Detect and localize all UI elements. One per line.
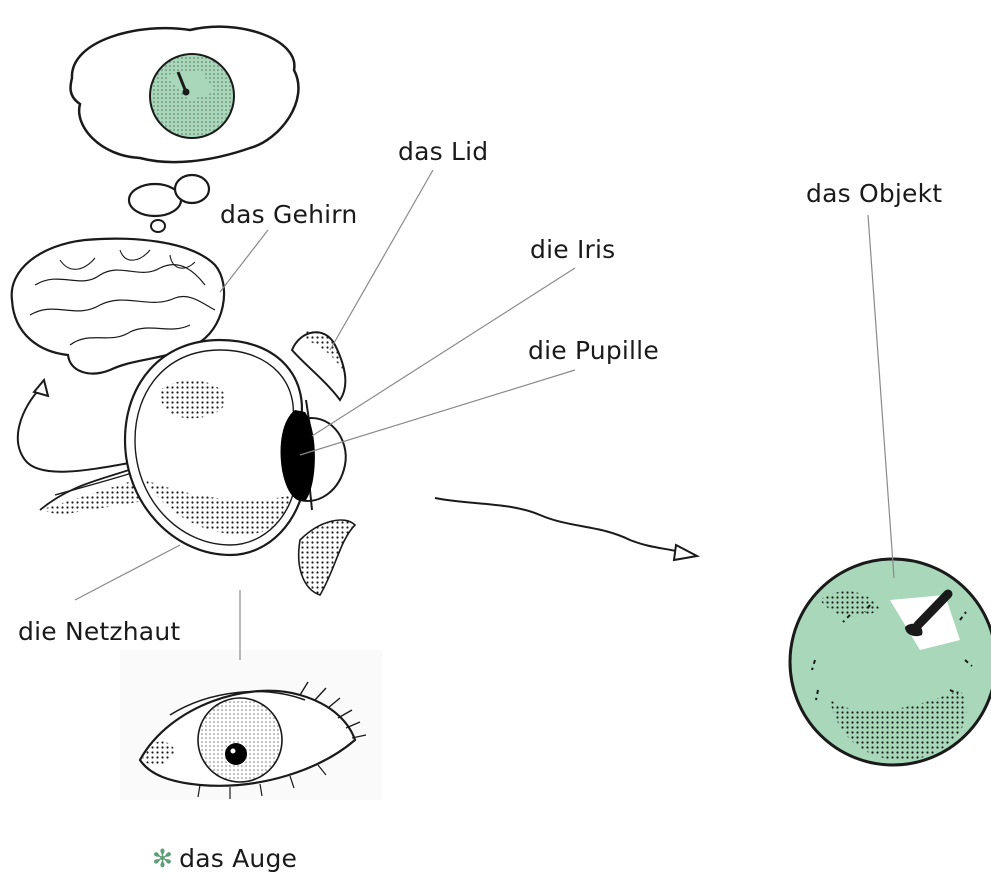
apple-object xyxy=(790,559,991,765)
label-object: das Objekt xyxy=(806,181,942,206)
leader-line-retina xyxy=(75,545,180,600)
label-iris: die Iris xyxy=(530,237,615,262)
thought-apple xyxy=(150,54,234,138)
label-eye-caption: ✻das Auge xyxy=(152,846,297,871)
label-retina: die Netzhaut xyxy=(18,619,180,644)
label-eye: das Auge xyxy=(179,844,297,873)
label-pupil: die Pupille xyxy=(528,338,659,363)
leader-line-object xyxy=(868,215,894,578)
leader-line-brain xyxy=(220,230,268,292)
light-wave-arrow xyxy=(435,498,697,560)
label-lid: das Lid xyxy=(398,139,488,164)
label-brain: das Gehirn xyxy=(220,202,357,227)
external-eye-illustration xyxy=(120,650,382,800)
leader-line-lid xyxy=(330,170,433,350)
star-icon: ✻ xyxy=(152,844,173,873)
optic-nerve-arrow xyxy=(18,380,135,472)
